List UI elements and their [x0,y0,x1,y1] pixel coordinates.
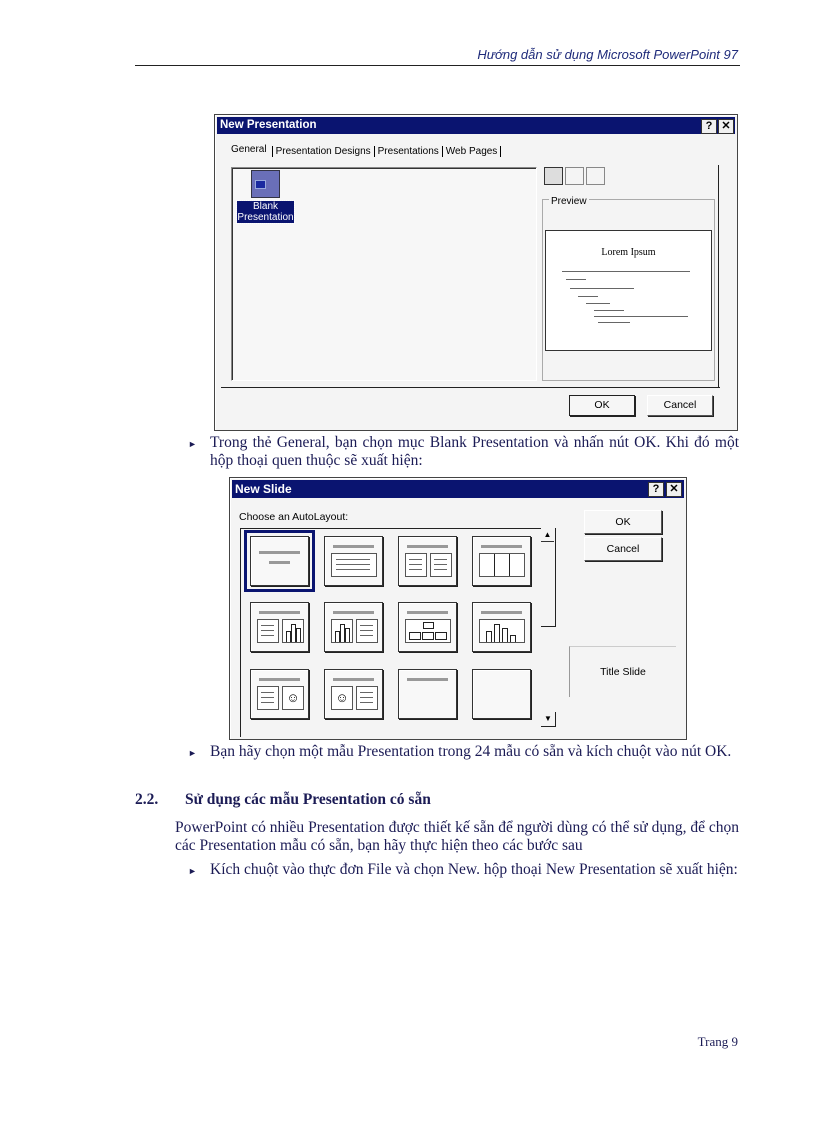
bullet-icon: ► [188,439,197,449]
layout-clipart-and-text[interactable]: ☺ [324,669,383,719]
layout-chart[interactable] [472,602,531,652]
layout-chart-and-text[interactable] [324,602,383,652]
cancel-button[interactable]: Cancel [647,395,713,416]
item-label: Blank [252,201,278,212]
layout-list[interactable]: ☺☺ [240,528,541,737]
tab-presentations[interactable]: Presentations [373,146,442,157]
tab-presentation-designs[interactable]: Presentation Designs [271,146,374,157]
title-bar: New Slide ? ✕ [232,480,684,498]
layout-name-preview: Title Slide [569,646,676,697]
preview-image: Lorem Ipsum [545,230,712,351]
dialog-title: New Slide [235,482,292,496]
layout-table[interactable] [472,536,531,586]
layout-blank[interactable] [472,669,531,719]
page-number: Trang 9 [697,1034,738,1049]
close-button[interactable]: ✕ [718,119,734,134]
preview-slide-title: Lorem Ipsum [601,247,656,258]
header-rule [135,65,740,66]
layout-text-and-chart[interactable] [250,602,309,652]
help-button[interactable]: ? [648,482,664,497]
new-slide-dialog: New Slide ? ✕ Choose an AutoLayout: ☺☺ ▲… [229,477,687,740]
layout-title-slide[interactable] [244,530,315,592]
presentation-file-icon [251,170,280,198]
layout-bulleted-list[interactable] [324,536,383,586]
ok-button[interactable]: OK [569,395,635,416]
template-list[interactable]: Blank Presentation [231,167,537,381]
ok-button[interactable]: OK [584,510,662,534]
tab-web-pages[interactable]: Web Pages [441,146,502,157]
layout-text-and-clipart[interactable]: ☺ [250,669,309,719]
preview-label: Preview [549,196,589,207]
tab-general[interactable]: General [231,144,267,155]
large-icons-view-icon[interactable] [544,167,563,185]
help-button[interactable]: ? [701,119,717,134]
bullet-text: Bạn hãy chọn một mẫu Presentation trong … [210,743,732,760]
paragraph: PowerPoint có nhiều Presentation được th… [175,819,739,854]
close-button[interactable]: ✕ [666,482,682,497]
preview-group: Preview Lorem Ipsum [542,196,715,381]
scroll-down-arrow-icon[interactable]: ▼ [541,712,556,727]
bullet-icon: ► [188,748,197,758]
scrollbar-track[interactable]: ▲ [541,528,556,627]
title-bar: New Presentation ? ✕ [217,117,735,134]
new-presentation-dialog: New Presentation ? ✕ General Presentatio… [214,114,738,431]
cancel-button[interactable]: Cancel [584,537,662,561]
layout-title-only[interactable] [398,669,457,719]
layout-org-chart[interactable] [398,602,457,652]
separator [227,387,720,388]
running-header: Hướng dẫn sử dụng Microsoft PowerPoint 9… [477,47,738,62]
dialog-title: New Presentation [220,119,317,131]
bullet-text: Kích chuột vào thực đơn File và chọn New… [210,861,738,878]
bullet-text: Trong thẻ General, bạn chọn mục Blank Pr… [210,434,739,469]
layout-two-column-text[interactable] [398,536,457,586]
tab-strip: General Presentation Designs Presentatio… [231,144,502,157]
section-title: Sử dụng các mẫu Presentation có sẵn [185,791,431,808]
section-number: 2.2. [135,791,159,808]
details-view-icon[interactable] [586,167,605,185]
choose-autolayout-label: Choose an AutoLayout: [239,511,349,523]
blank-presentation-item[interactable]: Blank Presentation [236,200,295,224]
list-view-icon[interactable] [565,167,584,185]
item-label: Presentation [237,212,294,223]
bullet-icon: ► [188,866,197,876]
view-buttons [544,167,605,185]
scroll-up-arrow-icon[interactable]: ▲ [541,528,554,542]
